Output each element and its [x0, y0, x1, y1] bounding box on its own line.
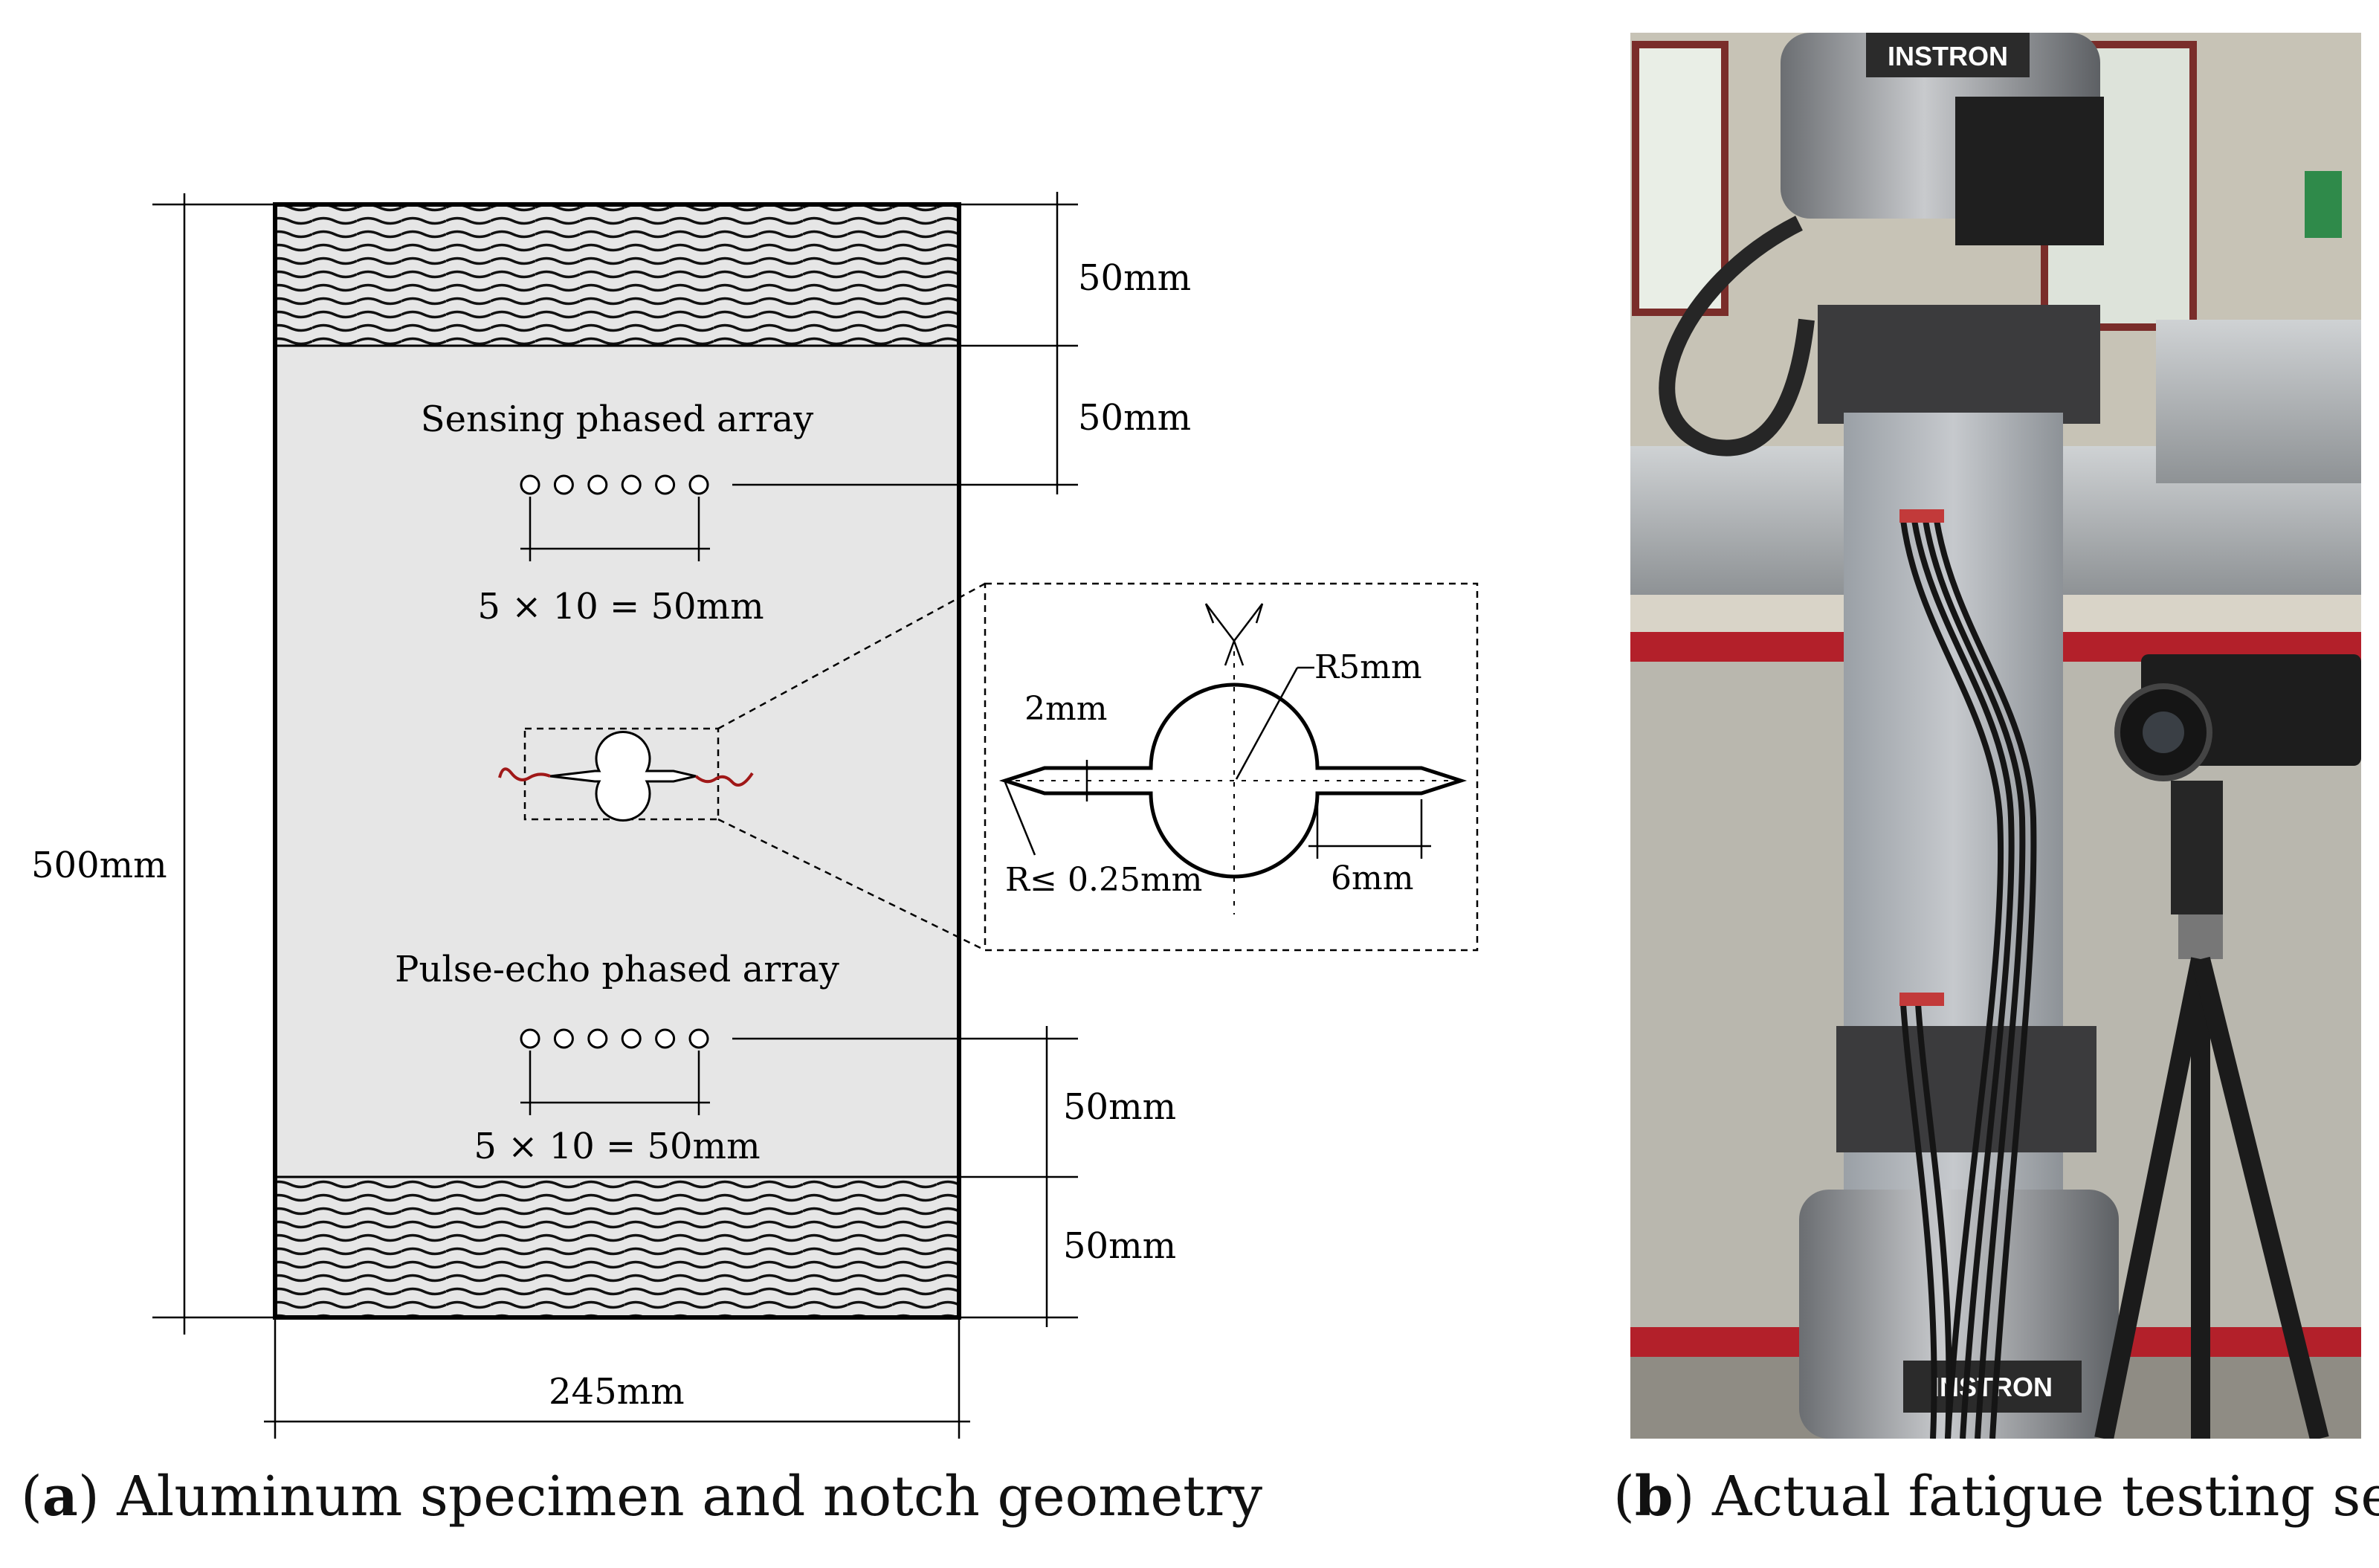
sensor-element [655, 1028, 676, 1049]
sensing-array-title: Sensing phased array [421, 399, 814, 440]
instron-top-label: INSTRON [1888, 41, 2008, 71]
caption-b: (b) Actual fatigue testing setup [1613, 1465, 2379, 1529]
width-dimension [264, 1317, 970, 1439]
sensor-element [688, 474, 709, 495]
bottom-grip-label: 50mm [1063, 1225, 1176, 1267]
sensor-element [520, 1028, 540, 1049]
caption-a-letter: a [42, 1465, 78, 1529]
top-dimensions [732, 192, 1078, 494]
bottom-gap-label: 50mm [1063, 1086, 1176, 1128]
tip-radius-label: R≤ 0.25mm [1005, 861, 1202, 899]
panel-a-specimen-drawing: 500mm 245mm 50mm 50mm 50mm 50mm Sensing … [31, 192, 1479, 1439]
caption-b-text: Actual fatigue testing setup [1712, 1465, 2379, 1529]
specimen-notch [498, 727, 754, 822]
top-gap-label: 50mm [1078, 397, 1191, 439]
sensor-element [587, 474, 608, 495]
top-grip-label: 50mm [1078, 257, 1191, 299]
width-label: 245mm [549, 1371, 685, 1413]
slot-width-label: 2mm [1024, 690, 1107, 728]
sensor-element [621, 474, 642, 495]
height-label: 500mm [31, 845, 167, 886]
caption-a-text: Aluminum specimen and notch geometry [117, 1465, 1263, 1529]
caption-b-letter: b [1634, 1465, 1673, 1529]
sensor-element [553, 474, 574, 495]
crack-left [498, 767, 551, 781]
symmetry-marker [1204, 603, 1264, 666]
bottom-grip-hatch [275, 1177, 959, 1317]
sensor-element [655, 474, 676, 495]
height-dimension [152, 193, 275, 1335]
sensor-element [621, 1028, 642, 1049]
sensor-element [688, 1028, 709, 1049]
slot-length-label: 6mm [1331, 859, 1413, 897]
sensing-array-spacing: 5 × 10 = 50mm [477, 586, 764, 627]
caption-a: (a) Aluminum specimen and notch geometry [21, 1465, 1263, 1529]
notch-radius-label: R5mm [1314, 648, 1422, 686]
top-grip-hatch [275, 204, 959, 346]
panel-b-photo: INSTRON INSTRON [1630, 33, 2361, 1439]
sensor-element [553, 1028, 574, 1049]
sensing-array-sensors [520, 474, 709, 495]
notch-outline [998, 683, 1468, 879]
specimen-outline [273, 202, 961, 1320]
bottom-dimensions [732, 1026, 1078, 1327]
notch-detail: R5mm 2mm R≤ 0.25mm 6mm [984, 582, 1479, 952]
pulse-echo-array-sensors [520, 1028, 709, 1049]
sensing-array-dimension [520, 497, 710, 561]
sensor-element [520, 474, 540, 495]
pulse-echo-array-spacing: 5 × 10 = 50mm [474, 1126, 760, 1167]
crack-right [694, 772, 754, 787]
pulse-echo-array-title: Pulse-echo phased array [395, 949, 839, 990]
sensor-element [587, 1028, 608, 1049]
pulse-echo-array-dimension [520, 1051, 710, 1115]
